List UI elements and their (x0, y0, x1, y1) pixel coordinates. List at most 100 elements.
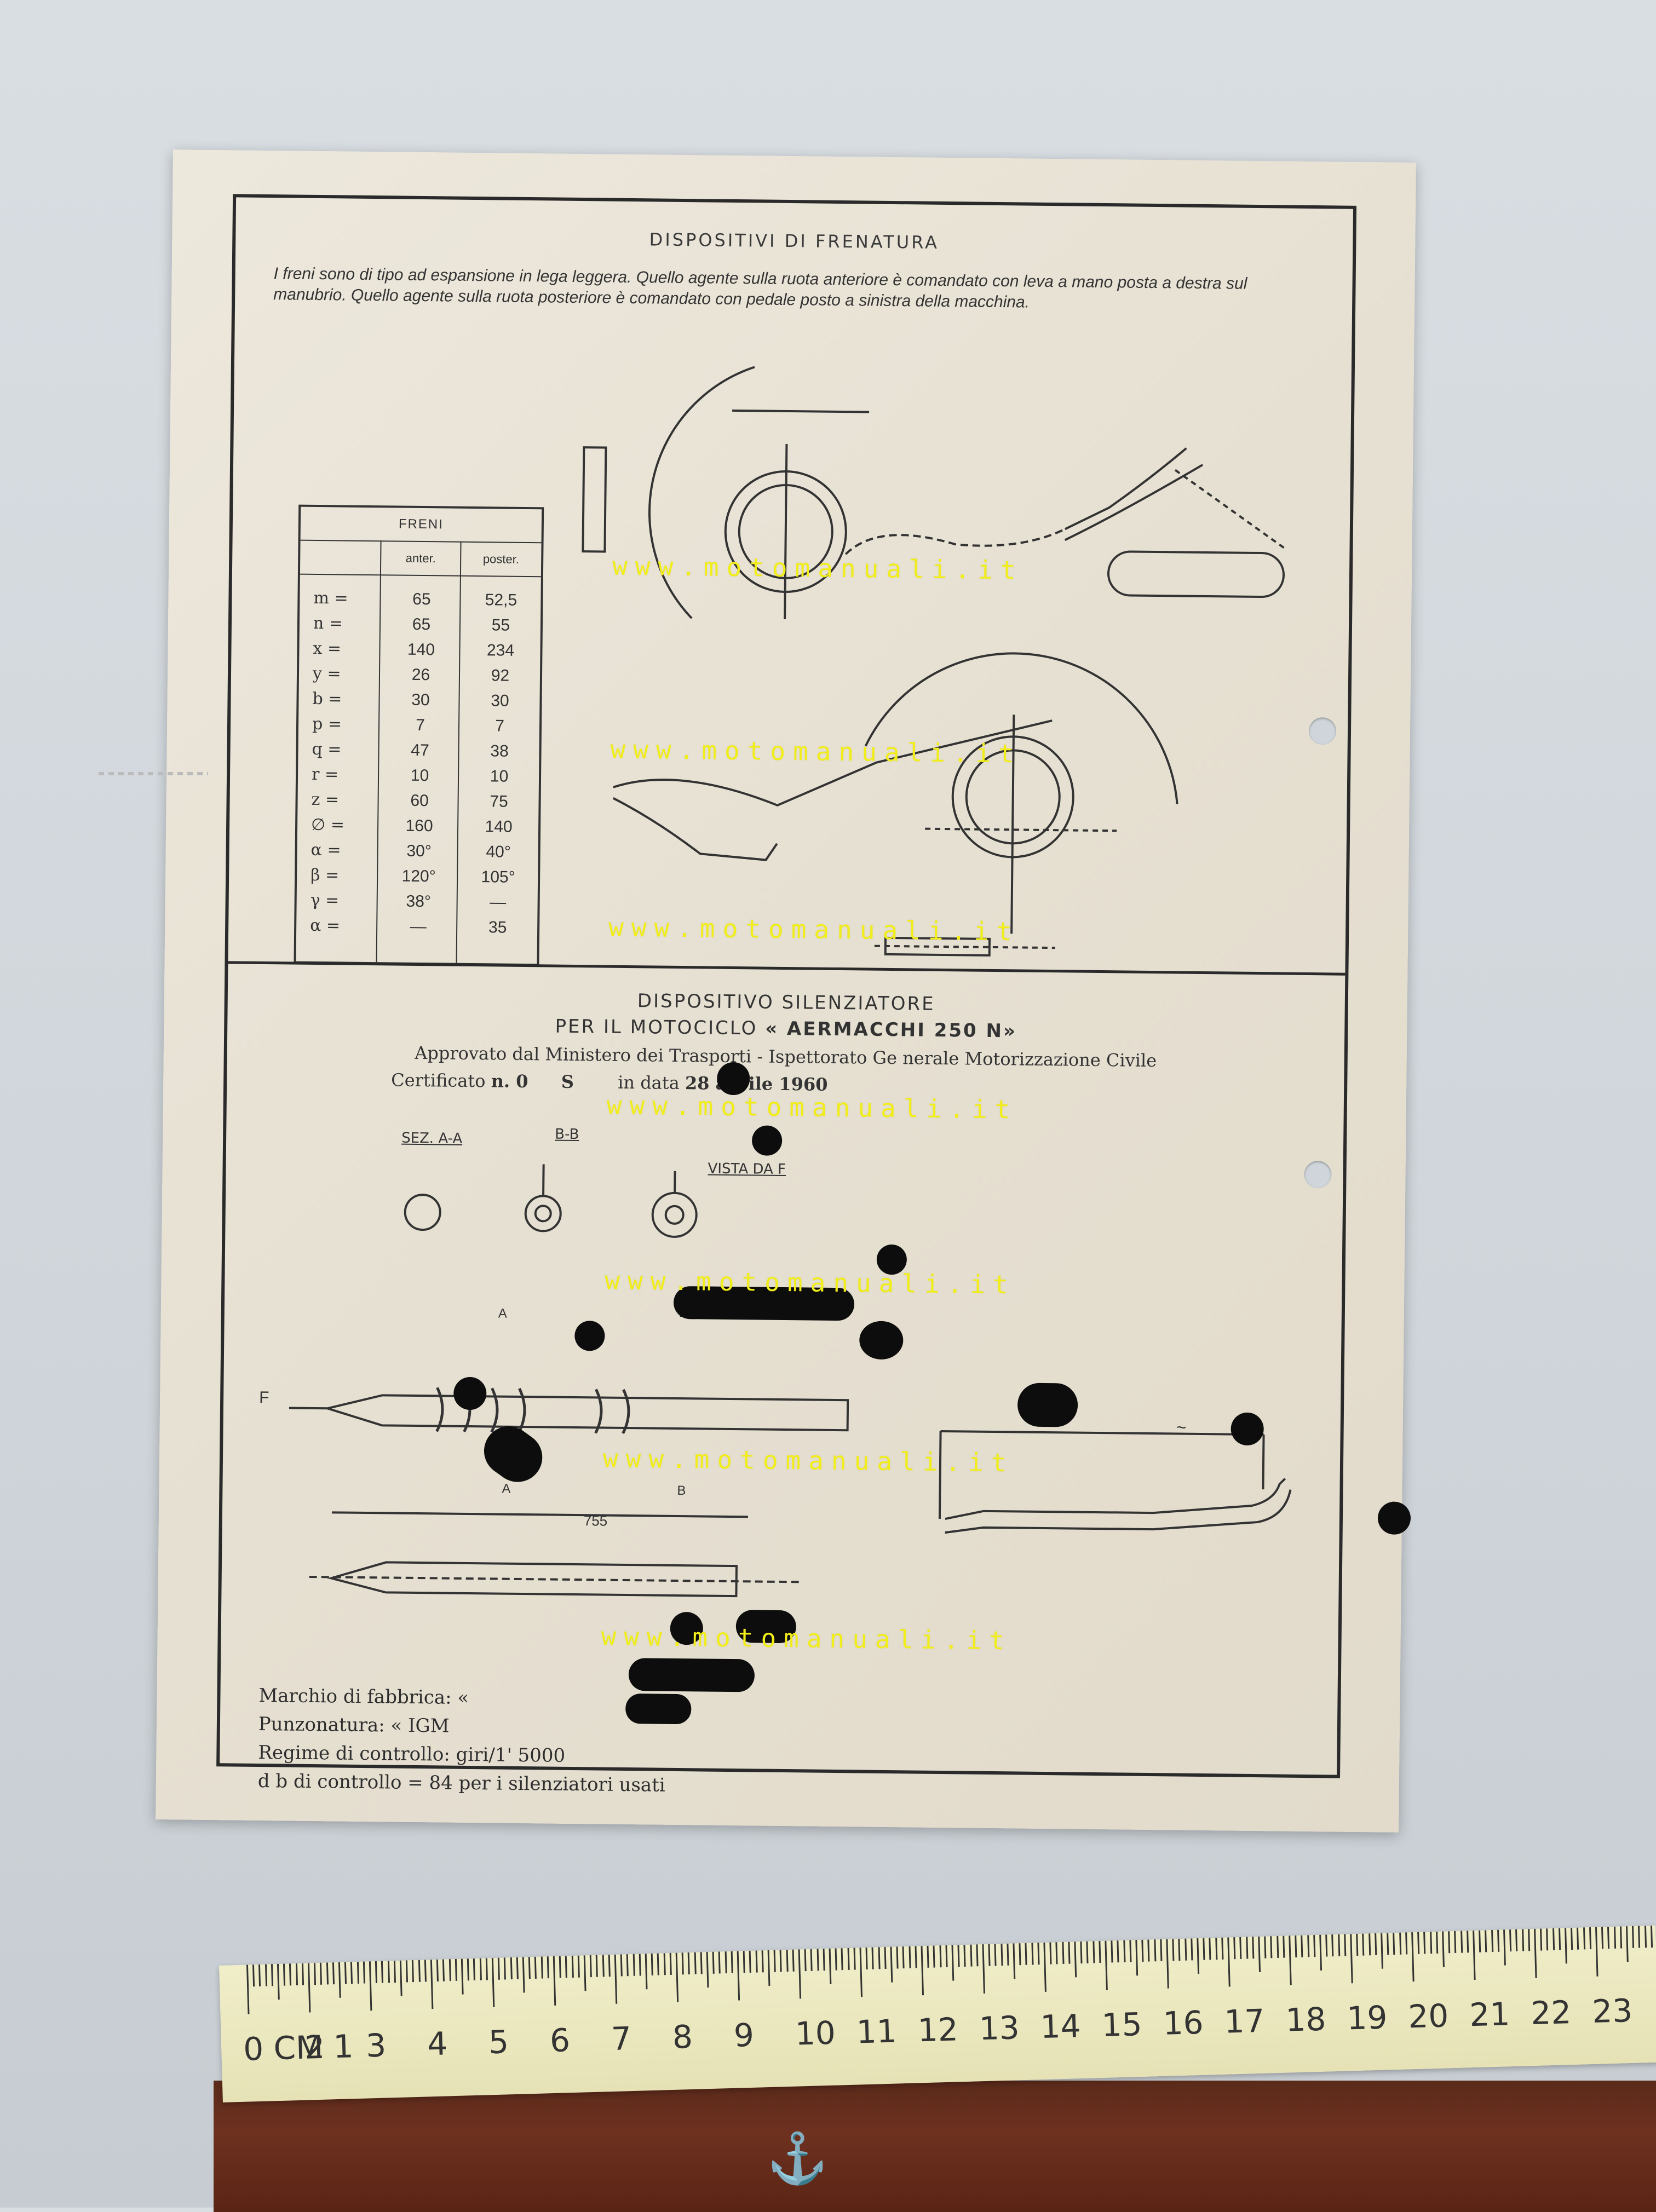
redaction (717, 1062, 750, 1096)
ruler-label: 21 (1469, 1995, 1510, 2034)
ruler-tick (682, 1952, 684, 1974)
row-label: q = (298, 737, 380, 763)
row-anter: 65 (382, 612, 461, 638)
row-poster: 38 (459, 739, 539, 765)
ruler-tick (492, 1958, 495, 2007)
ruler-label: 10 (795, 2014, 836, 2053)
ruler-tick (1350, 1934, 1353, 1983)
ruler-tick (761, 1950, 763, 1972)
ruler-label: 13 (979, 2009, 1020, 2047)
brake-section-title: DISPOSITIVI DI FRENATURA (235, 224, 1353, 257)
ruler-tick (455, 1959, 457, 1981)
section-label-a: SEZ. A-A (401, 1130, 462, 1147)
ruler-tick (1307, 1935, 1309, 1957)
ruler-tick (400, 1961, 403, 1996)
ruler-tick (853, 1948, 855, 1970)
col-poster: poster. (461, 543, 541, 577)
ruler-tick (1651, 1926, 1653, 1948)
ruler-tick (1454, 1931, 1457, 1953)
row-label: y = (299, 661, 381, 688)
ruler-tick (1461, 1931, 1463, 1953)
ruler-tick (958, 1945, 960, 1967)
ruler-tick (633, 1954, 635, 1976)
ruler-tick (817, 1949, 819, 1971)
ruler-tick (430, 1960, 434, 2009)
row-label: β = (297, 863, 379, 889)
ruler-tick (553, 1956, 556, 2006)
ruler-tick (1332, 1934, 1334, 1956)
footer-block: Marchio di fabbrica: « Punzonatura: « IG… (258, 1681, 666, 1800)
ruler-tick (1135, 1940, 1138, 1975)
ruler-label: 9 (733, 2017, 755, 2054)
footer-regime: Regime di controllo: giri/1' 5000 (258, 1738, 665, 1771)
ruler-tick (258, 1965, 261, 1986)
ruler-tick (283, 1964, 285, 1986)
ruler-tick (792, 1950, 794, 1972)
ruler-tick (1025, 1943, 1027, 1965)
document-sheet: DISPOSITIVI DI FRENATURA I freni sono di… (156, 149, 1416, 1833)
ruler-tick (252, 1965, 255, 1986)
row-anter: — (378, 914, 458, 940)
ruler-tick (1166, 1939, 1169, 1989)
row-poster: 75 (459, 789, 538, 815)
ruler-tick (602, 1955, 604, 1977)
ruler-tick (1037, 1943, 1039, 1965)
ruler-tick (1172, 1939, 1175, 1961)
ruler-tick (1607, 1927, 1609, 1949)
ruler-tick (1031, 1943, 1033, 1965)
ruler-tick (1068, 1942, 1070, 1964)
ruler-tick (547, 1956, 549, 1978)
ruler-tick (363, 1962, 365, 1984)
row-label: x = (299, 636, 381, 663)
ruler-label: 3 (365, 2027, 387, 2065)
ruler-tick (1007, 1944, 1009, 1966)
ruler-tick (1632, 1926, 1634, 1948)
ruler-tick (1638, 1926, 1640, 1948)
ruler-tick (289, 1963, 291, 1985)
redaction (1231, 1413, 1264, 1446)
row-poster: 140 (459, 814, 538, 840)
ruler-tick (1154, 1939, 1156, 1961)
ruler-tick (308, 1963, 311, 2012)
ruler-tick (872, 1948, 874, 1969)
footer-punch: Punzonatura: « IGM (258, 1710, 666, 1743)
ruler-tick (1283, 1936, 1285, 1958)
ruler-label: 19 (1347, 1998, 1388, 2037)
ruler-tick (320, 1963, 322, 1985)
ruler-label: 16 (1163, 2004, 1204, 2042)
certificate-number: n. 0 (491, 1070, 528, 1092)
ruler-tick (1105, 1941, 1108, 1990)
ruler-tick (1117, 1940, 1119, 1962)
ruler-tick (884, 1947, 886, 1969)
row-poster: 10 (459, 764, 539, 790)
ruler-tick (755, 1951, 757, 1973)
ruler-label: 14 (1040, 2007, 1082, 2046)
ruler-tick (528, 1957, 531, 1979)
ruler-tick (706, 1952, 709, 1988)
ruler-tick (1325, 1934, 1327, 1956)
row-anter: 160 (380, 813, 459, 839)
row-poster: 52,5 (461, 587, 540, 614)
ruler-tick (1473, 1931, 1476, 1980)
ruler-tick (841, 1948, 843, 1970)
ruler-tick (590, 1955, 592, 1977)
row-anter: 30° (379, 838, 458, 865)
ruler-tick (988, 1944, 991, 1966)
ruler-tick (798, 1949, 802, 1998)
ruler-tick (1356, 1934, 1358, 1956)
redaction (752, 1125, 783, 1156)
ruler-tick (994, 1944, 997, 1966)
ruler-label: 20 (1408, 1997, 1450, 2035)
ruler-tick (1019, 1943, 1021, 1965)
ruler-tick (381, 1961, 383, 1983)
ruler-tick (461, 1959, 464, 1995)
ruler-tick (1515, 1929, 1517, 1951)
ruler-label: 0 CM 1 (243, 2027, 354, 2068)
redaction (574, 1321, 605, 1351)
ruler-tick (412, 1960, 414, 1982)
row-anter: 120° (379, 863, 458, 890)
ruler-tick (902, 1946, 905, 1968)
